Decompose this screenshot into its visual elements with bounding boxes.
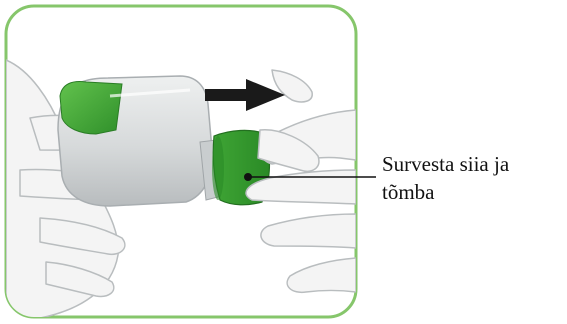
callout-line-1: Survesta siia ja [382, 150, 567, 178]
callout-label: Survesta siia ja tõmba [382, 150, 567, 206]
callout-line-2: tõmba [382, 178, 567, 206]
